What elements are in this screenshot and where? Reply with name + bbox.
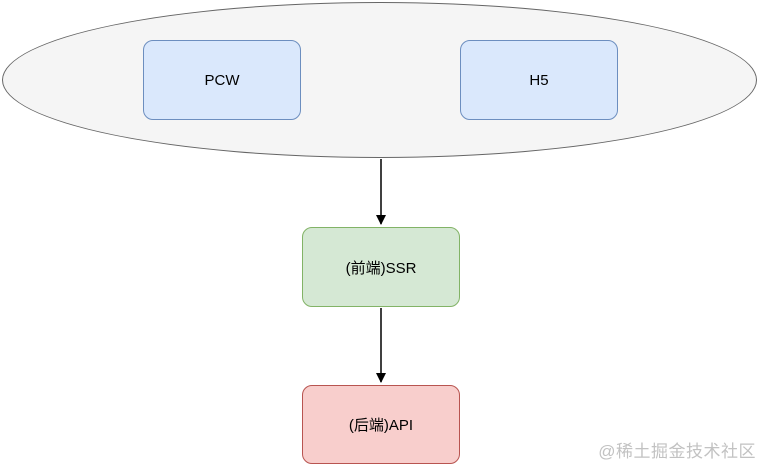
node-api[interactable]: (后端)API [302, 385, 460, 464]
node-pcw-label: PCW [204, 71, 240, 89]
node-ssr-label: (前端)SSR [345, 259, 417, 277]
node-ssr[interactable]: (前端)SSR [302, 227, 460, 307]
watermark-text: @稀土掘金技术社区 [598, 442, 756, 461]
clients-group-ellipse[interactable] [2, 2, 757, 158]
node-h5[interactable]: H5 [460, 40, 618, 120]
node-h5-label: H5 [529, 71, 549, 89]
node-api-label: (后端)API [348, 417, 414, 434]
node-pcw[interactable]: PCW [143, 40, 301, 120]
